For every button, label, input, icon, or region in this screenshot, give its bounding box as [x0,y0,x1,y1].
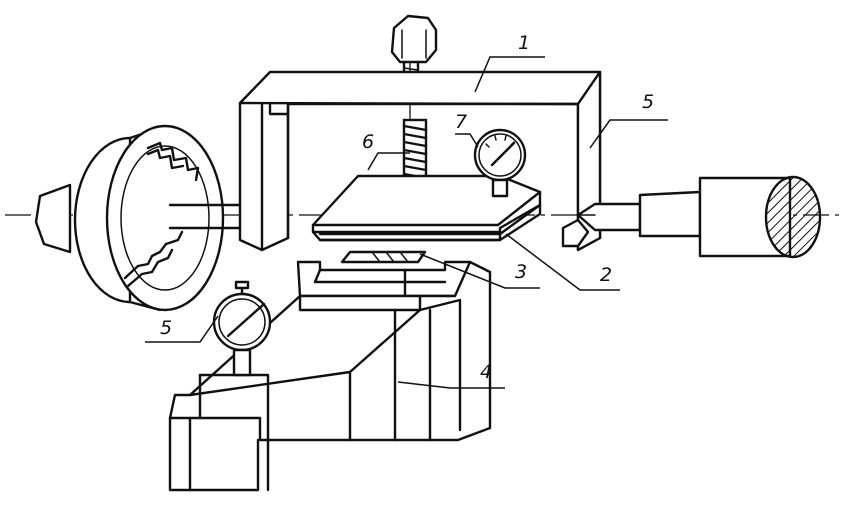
leader-lines [145,56,668,389]
label-lower-indicator: 5 [160,317,172,339]
label-support-pad: 3 [515,261,527,283]
plate-stack [311,174,542,242]
upper-dial-indicator [473,128,527,198]
hatched-section [764,175,822,259]
lower-dial-indicator [212,280,272,377]
tailstock [576,175,822,259]
base-block [168,260,492,492]
u-frame [238,70,602,252]
label-frame-side: 5 [642,91,654,113]
three-jaw-chuck [34,124,247,312]
label-screw: 6 [362,131,374,153]
support-pad [296,250,472,298]
bolt-head [390,14,438,64]
label-plate-stack: 2 [600,264,612,286]
label-base-block: 4 [480,361,492,383]
label-frame: 1 [518,32,530,54]
label-upper-indicator: 7 [455,111,467,133]
